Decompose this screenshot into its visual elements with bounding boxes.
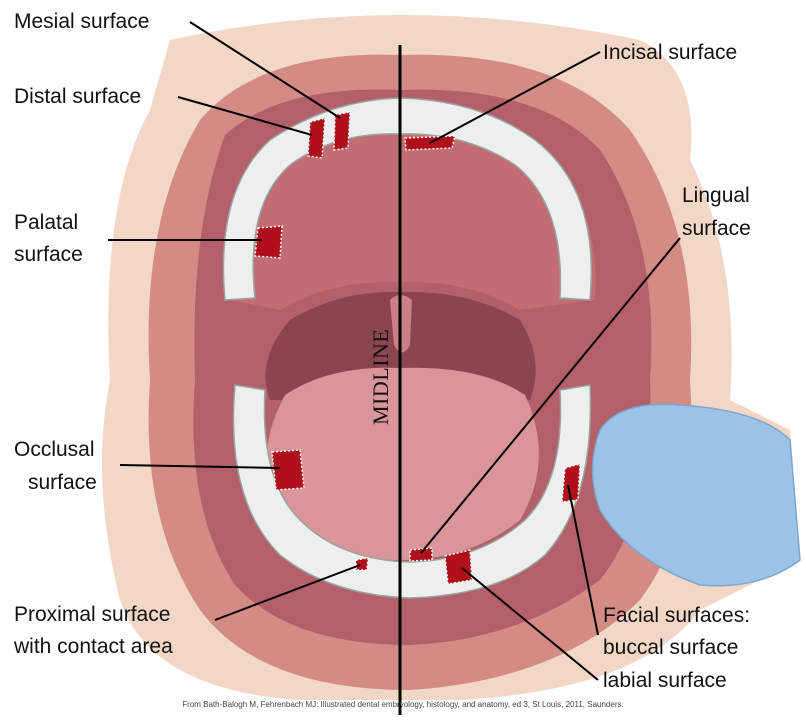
- label-lingual-surface: surface: [682, 216, 751, 242]
- highlight-proximal: [356, 558, 368, 570]
- label-buccal-surface: buccal surface: [603, 635, 738, 661]
- label-occlusal-surface: surface: [28, 470, 97, 496]
- highlight-palatal: [255, 226, 282, 258]
- label-occlusal: Occlusal: [14, 437, 95, 463]
- source-credit: From Bath-Balogh M, Fehrenbach MJ: Illus…: [0, 700, 806, 709]
- label-incisal-surface: Incisal surface: [603, 40, 737, 66]
- label-distal-surface: Distal surface: [14, 84, 141, 110]
- label-proximal-surface: Proximal surface: [14, 602, 170, 628]
- midline-label: MIDLINE: [368, 329, 393, 425]
- label-mesial-surface: Mesial surface: [14, 9, 149, 35]
- label-palatal: Palatal: [14, 210, 78, 236]
- highlight-labial: [445, 550, 472, 584]
- label-facial-surfaces: Facial surfaces:: [603, 603, 750, 629]
- label-contact-area: with contact area: [14, 634, 173, 660]
- highlight-occlusal: [272, 450, 304, 490]
- highlight-distal: [308, 118, 325, 158]
- label-lingual: Lingual: [682, 183, 750, 209]
- label-labial-surface: labial surface: [603, 668, 727, 694]
- highlight-mesial: [334, 112, 350, 150]
- highlight-lingual: [410, 548, 432, 561]
- label-palatal-surface: surface: [14, 242, 83, 268]
